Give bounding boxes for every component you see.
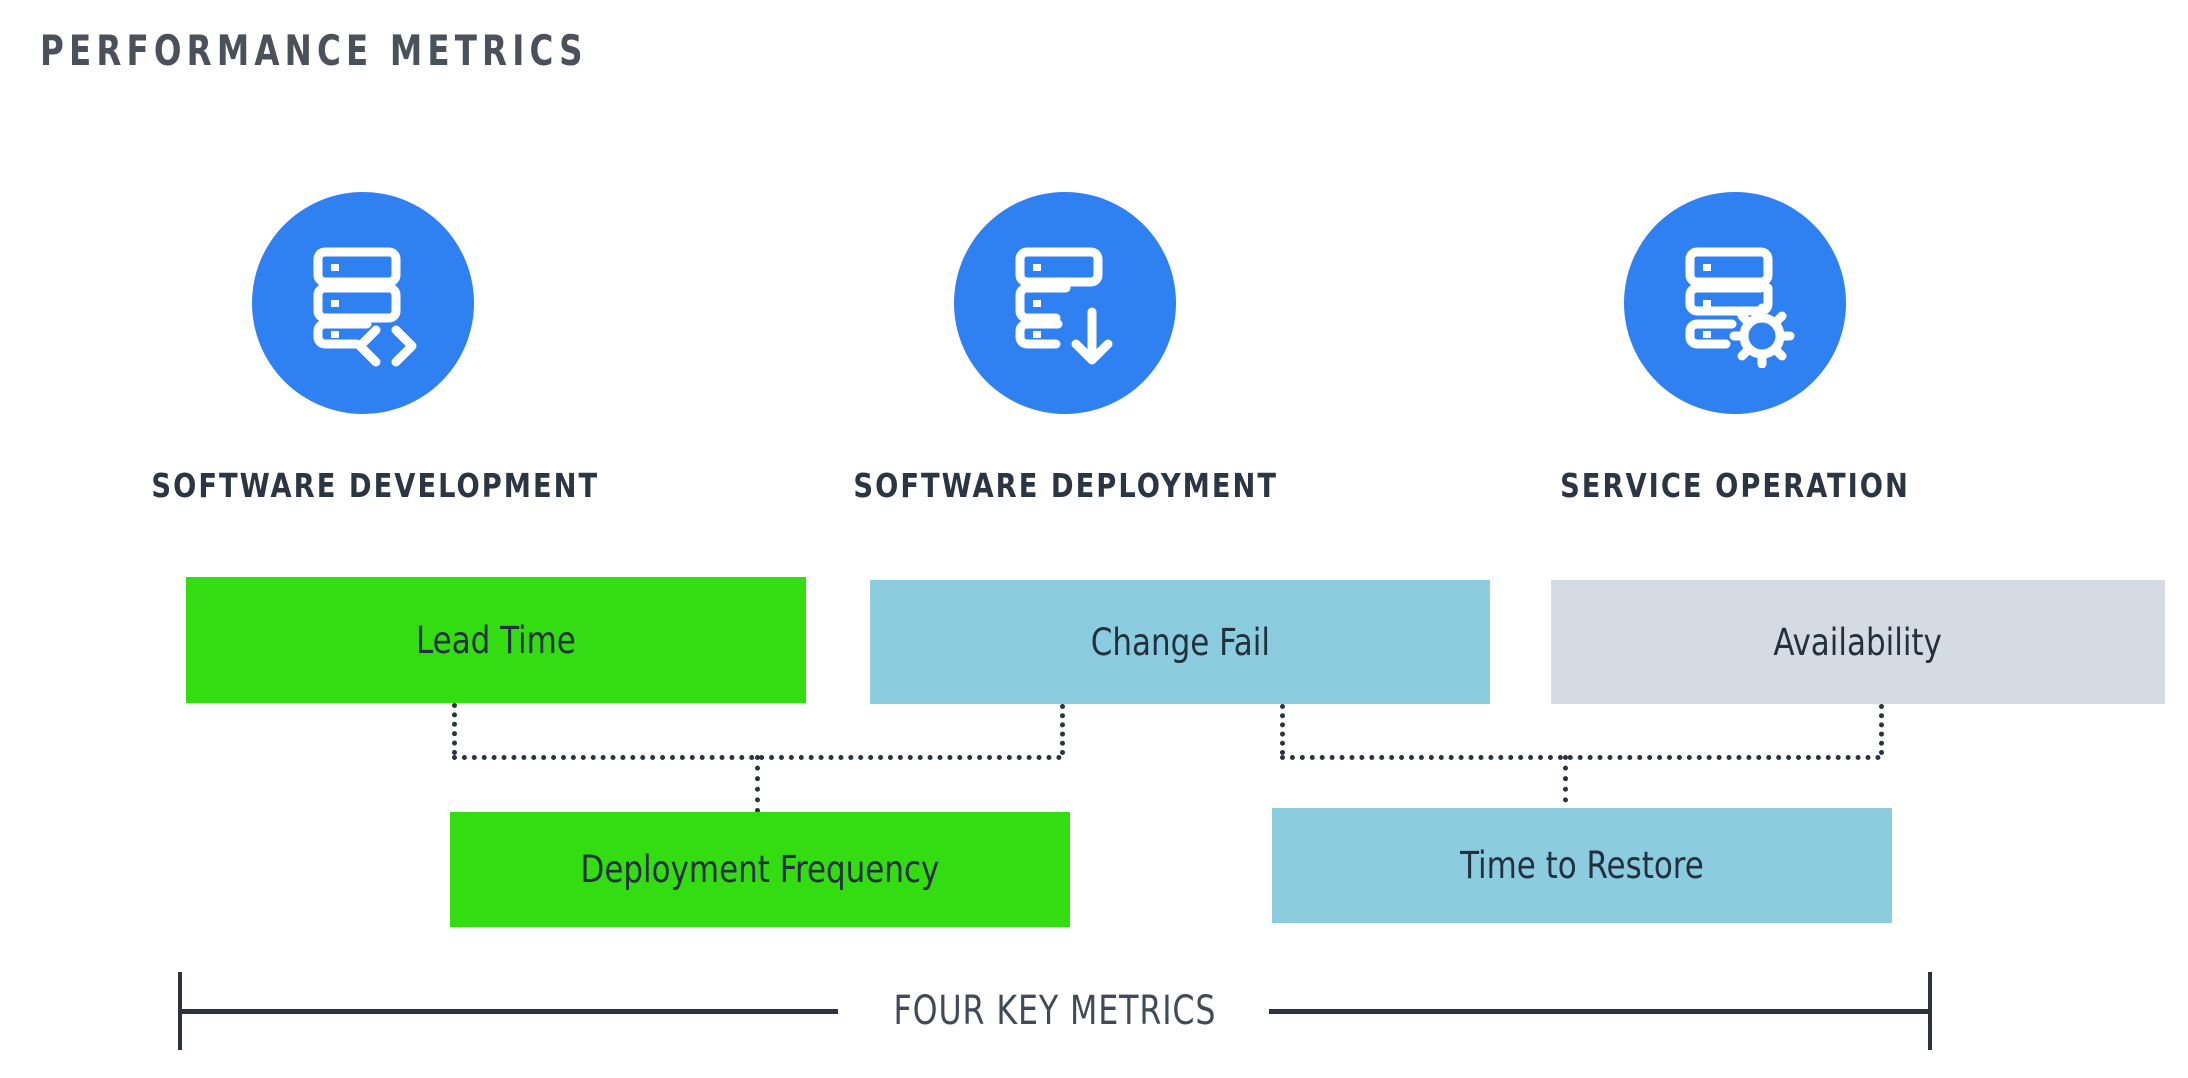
column-service-operation: SERVICE OPERATION [1505, 192, 1965, 505]
metric-label-change-fail: Change Fail [1090, 620, 1270, 664]
connector-right-horizontal [1280, 755, 1881, 760]
connector-change-fail-left-drop [1060, 704, 1065, 755]
connector-deployment-frequency-drop [755, 755, 760, 813]
metric-label-lead-time: Lead Time [416, 618, 576, 662]
server-code-icon [252, 192, 474, 414]
column-software-deployment: SOFTWARE DEPLOYMENT [835, 192, 1295, 505]
span-cap-right-icon [1928, 972, 1932, 1050]
metric-label-availability: Availability [1773, 620, 1943, 664]
span-label: FOUR KEY METRICS [893, 988, 1217, 1034]
metric-label-time-to-restore: Time to Restore [1460, 844, 1704, 887]
column-label-software-deployment: SOFTWARE DEPLOYMENT [853, 466, 1279, 505]
server-download-icon [954, 192, 1176, 414]
column-software-development: SOFTWARE DEVELOPMENT [133, 192, 600, 505]
metric-bar-change-fail[interactable]: Change Fail [870, 580, 1490, 704]
connector-time-to-restore-drop [1563, 755, 1568, 813]
span-line-right [1269, 1009, 1930, 1014]
metric-bar-time-to-restore[interactable]: Time to Restore [1272, 808, 1892, 923]
column-label-service-operation: SERVICE OPERATION [1560, 466, 1910, 505]
metric-label-deployment-frequency: Deployment Frequency [580, 848, 940, 891]
connector-lead-time-drop [452, 703, 457, 755]
span-line-left [180, 1009, 838, 1014]
connector-change-fail-right-drop [1280, 704, 1285, 755]
server-gear-icon [1624, 192, 1846, 414]
four-key-metrics-span: FOUR KEY METRICS [178, 972, 1932, 1058]
metric-bar-lead-time[interactable]: Lead Time [186, 577, 806, 703]
metric-bar-deployment-frequency[interactable]: Deployment Frequency [450, 812, 1070, 927]
metric-bar-availability[interactable]: Availability [1551, 580, 2165, 704]
page-title: PERFORMANCE METRICS [40, 26, 588, 75]
column-label-software-development: SOFTWARE DEVELOPMENT [151, 466, 600, 505]
connector-availability-drop [1879, 704, 1884, 755]
